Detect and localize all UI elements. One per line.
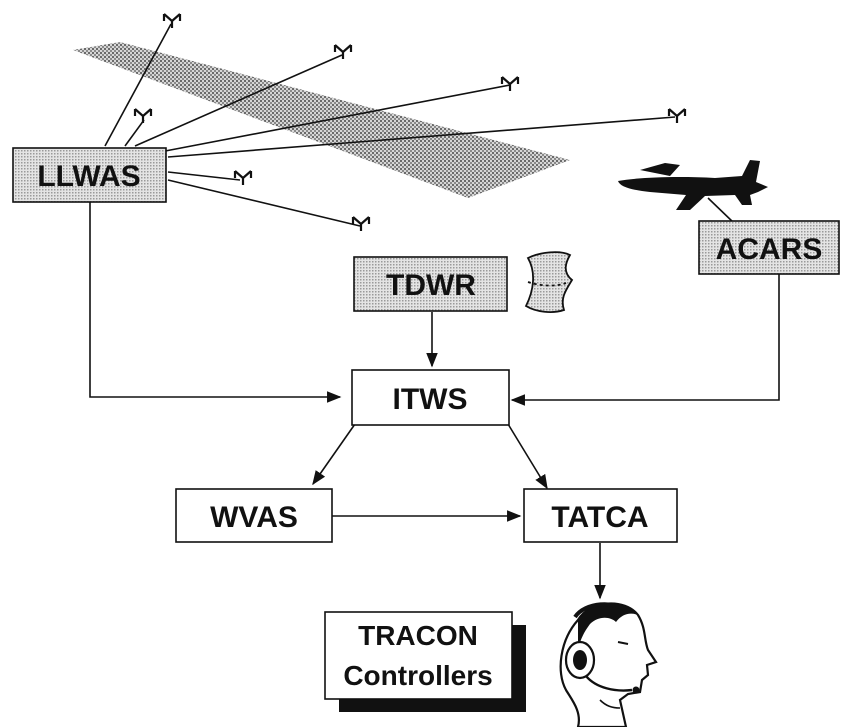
itws-node: ITWS: [351, 369, 510, 426]
llwas-sensor-lines: [104, 23, 676, 227]
controller-headset-icon: [559, 602, 658, 727]
tracon-label-line1: TRACON: [358, 620, 478, 651]
tdwr-label: TDWR: [386, 269, 476, 302]
radar-dish-icon: [524, 251, 574, 313]
llwas-label: LLWAS: [37, 160, 140, 193]
tdwr-node: TDWR: [353, 256, 508, 312]
antenna-icon: [133, 107, 153, 125]
llwas-to-itws-arrow: [89, 200, 342, 403]
antenna-icon: [667, 107, 687, 125]
itws-label: ITWS: [393, 383, 468, 416]
tatca-node: TATCA: [523, 488, 678, 543]
acars-label: ACARS: [716, 233, 823, 266]
wvas-label: WVAS: [210, 501, 298, 534]
antenna-icon: [351, 215, 371, 233]
antenna-icon: [233, 169, 253, 187]
llwas-node: LLWAS: [12, 147, 167, 203]
acars-node: ACARS: [698, 220, 840, 275]
antenna-icon: [500, 75, 520, 93]
tracon-controllers-node: TRACON Controllers: [324, 611, 526, 712]
aircraft-link-line: [707, 197, 736, 225]
antenna-icon: [162, 12, 182, 30]
acars-to-itws-arrow: [510, 274, 780, 406]
tracon-label-line2: Controllers: [343, 660, 492, 691]
runway: [73, 42, 570, 198]
itws-to-wvas-arrow: [312, 423, 356, 486]
wvas-node: WVAS: [175, 488, 333, 543]
aircraft-icon: [618, 160, 768, 210]
tatca-label: TATCA: [551, 501, 648, 534]
itws-to-tatca-arrow: [507, 423, 548, 490]
